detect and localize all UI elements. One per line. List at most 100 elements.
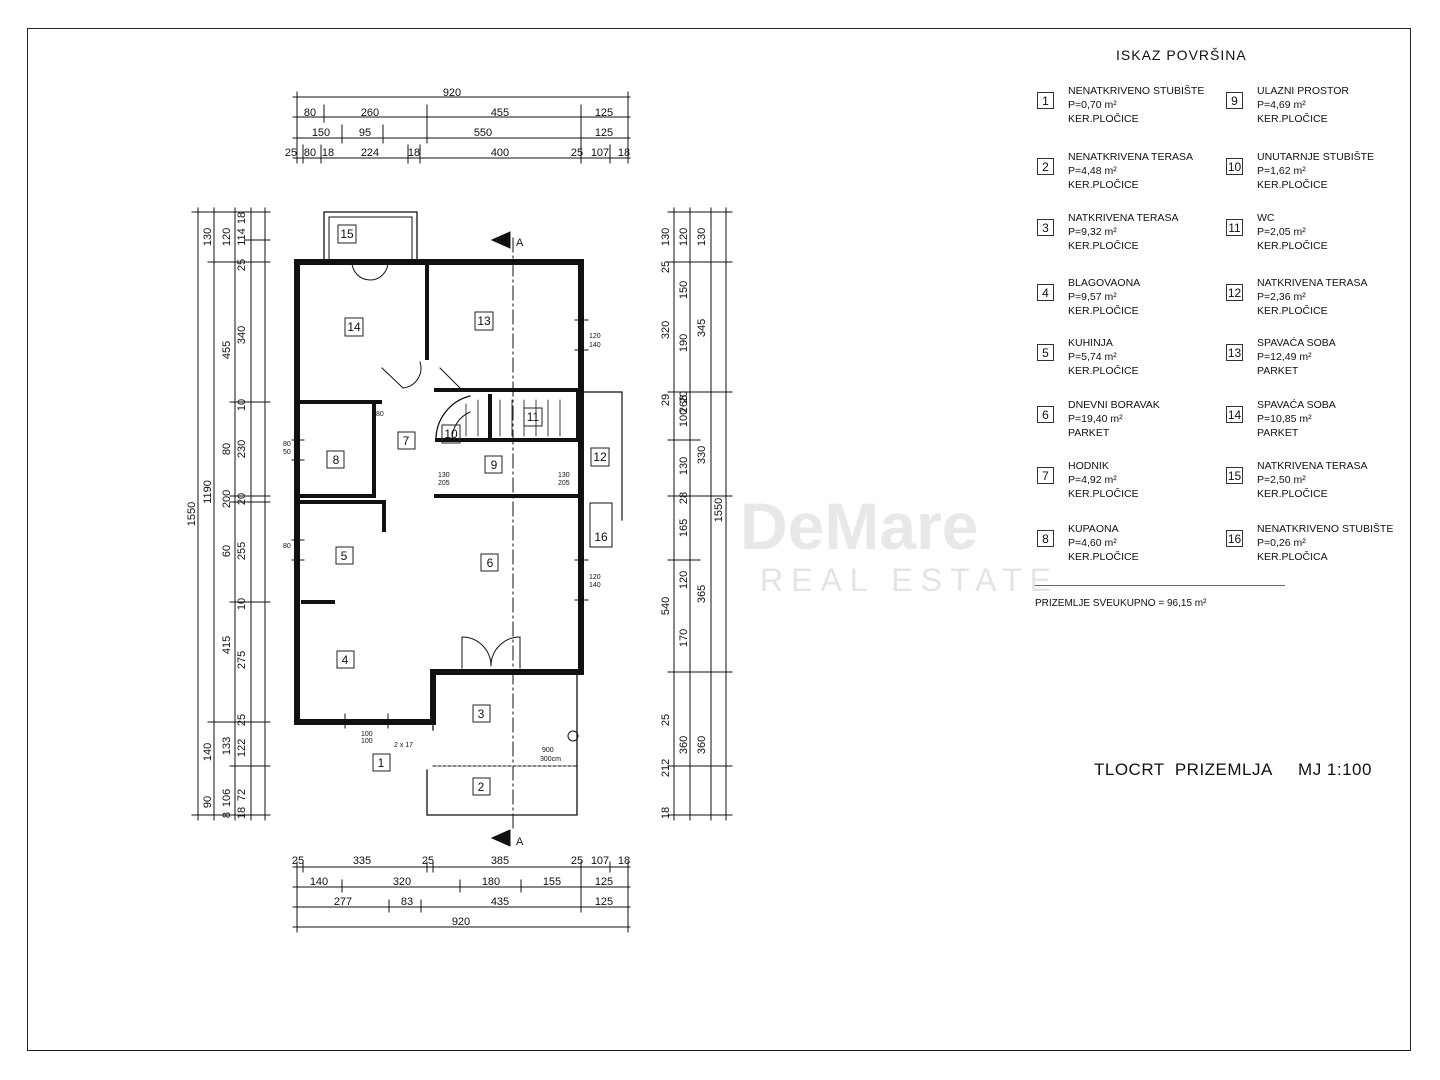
- door-label-80: 80: [376, 411, 384, 418]
- legend-divider: [1035, 585, 1285, 586]
- window-label-50: 50: [283, 449, 291, 456]
- legend-room-area: P=12,49 m²: [1257, 351, 1312, 363]
- room-10-label: 10: [444, 427, 458, 441]
- legend-room-area: P=2,05 m²: [1257, 226, 1306, 238]
- legend-room-number: 8: [1037, 530, 1054, 547]
- legend-room-name: BLAGOVAONA: [1068, 277, 1141, 289]
- legend-room-number: 15: [1226, 467, 1243, 484]
- drawing-frame: [27, 28, 1411, 1051]
- dim-bot-25a: 25: [292, 855, 304, 867]
- legend-room-number: 13: [1226, 344, 1243, 361]
- dim-right-18: 18: [660, 807, 672, 819]
- legend-room-number: 6: [1037, 406, 1054, 423]
- dim-bot-18: 18: [618, 855, 630, 867]
- dim-right-268: 268: [678, 395, 690, 413]
- window-label-80b: 80: [283, 543, 291, 550]
- legend-room-floor: KER.PLOČICA: [1257, 551, 1328, 563]
- dim-left-25b: 25: [236, 259, 248, 271]
- dim-right-320: 320: [660, 321, 672, 339]
- dim-top-107: 107: [591, 147, 609, 159]
- legend-room-name: NENATKRIVENO STUBIŠTE: [1257, 523, 1394, 535]
- dim-bot-25c: 25: [571, 855, 583, 867]
- dim-left-114: 114: [236, 228, 248, 246]
- legend-room-number: 9: [1226, 92, 1243, 109]
- dim-top-18c: 18: [618, 147, 630, 159]
- room-4-label: 4: [342, 653, 349, 667]
- dim-left-120: 120: [221, 228, 233, 246]
- dim-bot-25b: 25: [422, 855, 434, 867]
- legend-room-area: P=4,69 m²: [1257, 99, 1306, 111]
- door-label-130b: 130: [558, 472, 570, 479]
- dim-top-150: 150: [312, 127, 330, 139]
- dim-bot-335: 335: [353, 855, 371, 867]
- dim-top-920: 920: [443, 87, 461, 99]
- dim-top-125a: 125: [595, 107, 613, 119]
- watermark-subtitle: REAL ESTATE: [760, 562, 1060, 598]
- legend-room-name: ULAZNI PROSTOR: [1257, 85, 1349, 97]
- legend-room-floor: KER.PLOČICE: [1068, 551, 1139, 563]
- legend-room-area: P=1,62 m²: [1257, 165, 1306, 177]
- room-13-label: 13: [477, 314, 491, 328]
- dim-left-122: 122: [236, 739, 248, 757]
- legend-room-floor: KER.PLOČICE: [1257, 179, 1328, 191]
- window-label-120a: 120: [589, 333, 601, 340]
- dim-top-455: 455: [491, 107, 509, 119]
- dim-right-150: 150: [678, 281, 690, 299]
- dim-right-365: 365: [696, 585, 708, 603]
- legend-room-floor: KER.PLOČICE: [1068, 305, 1139, 317]
- legend-room-number: 7: [1037, 467, 1054, 484]
- legend-room-area: P=2,36 m²: [1257, 291, 1306, 303]
- dim-top-18a: 18: [322, 147, 334, 159]
- dim-right-130b: 130: [678, 457, 690, 475]
- dim-right-540: 540: [660, 597, 672, 615]
- legend-total: PRIZEMLJE SVEUKUPNO = 96,15 m²: [1035, 598, 1207, 609]
- dim-top-25a: 25: [285, 147, 297, 159]
- dim-left-106: 106: [221, 789, 233, 807]
- room-3-label: 3: [478, 707, 485, 721]
- legend-room-floor: KER.PLOČICE: [1068, 488, 1139, 500]
- dim-right-360b: 360: [696, 736, 708, 754]
- dim-left-455: 455: [221, 341, 233, 359]
- legend-room-name: NATKRIVENA TERASA: [1068, 212, 1179, 224]
- window-label-100a: 100: [361, 731, 373, 738]
- section-mark-bottom: A: [516, 836, 524, 848]
- dim-left-230: 230: [236, 440, 248, 458]
- legend-room-floor: PARKET: [1068, 427, 1110, 439]
- legend-room-number: 16: [1226, 530, 1243, 547]
- legend-room-number: 1: [1037, 92, 1054, 109]
- dim-left-275: 275: [236, 651, 248, 669]
- dim-left-255: 255: [236, 542, 248, 560]
- legend-room-area: P=9,57 m²: [1068, 291, 1117, 303]
- dim-right-130: 130: [660, 228, 672, 246]
- legend-room-number: 11: [1226, 219, 1243, 236]
- legend-room-area: P=2,50 m²: [1257, 474, 1306, 486]
- legend-room-number: 4: [1037, 284, 1054, 301]
- dim-top-80: 80: [304, 107, 316, 119]
- legend-room-text: BLAGOVAONA P=9,57 m² KER.PLOČICE: [1068, 276, 1140, 318]
- dim-bot-140: 140: [310, 876, 328, 888]
- dim-right-170: 170: [678, 629, 690, 647]
- dim-left-1190: 1190: [202, 480, 214, 504]
- dim-left-140: 140: [202, 743, 214, 761]
- legend-room-area: P=5,74 m²: [1068, 351, 1117, 363]
- legend-room-name: KUHINJA: [1068, 337, 1113, 349]
- watermark-logo: DeMare: [740, 489, 979, 563]
- dim-right-165: 165: [678, 519, 690, 537]
- legend-room-area: P=4,48 m²: [1068, 165, 1117, 177]
- dim-left-133: 133: [221, 737, 233, 755]
- dim-left-72: 72: [236, 789, 248, 801]
- legend-room-name: KUPAONA: [1068, 523, 1119, 535]
- legend-room-floor: KER.PLOČICE: [1068, 113, 1139, 125]
- dim-top-18b: 18: [408, 147, 420, 159]
- legend-room-floor: PARKET: [1257, 365, 1299, 377]
- section-mark-top: A: [516, 237, 524, 249]
- room-14-label: 14: [347, 320, 361, 334]
